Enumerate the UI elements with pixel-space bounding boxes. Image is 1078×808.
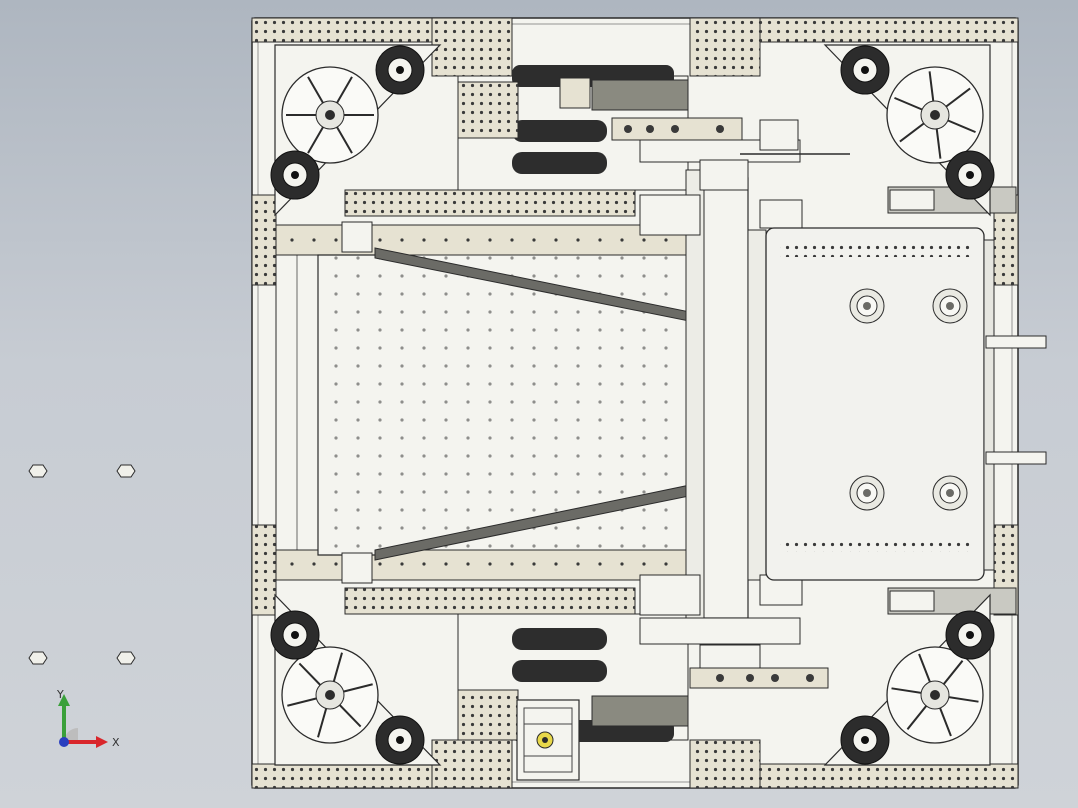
mecanum-wheel-icon — [270, 593, 442, 766]
hex-standoffs — [28, 464, 136, 665]
hex-standoff-icon — [28, 464, 48, 478]
mecanum-wheel-icon — [823, 593, 995, 766]
mecanum-wheel-icon — [823, 44, 995, 217]
left-side-rails — [275, 254, 319, 554]
hex-standoff-icon — [116, 651, 136, 665]
xyz-triad-icon: Y X — [56, 690, 120, 749]
perimeter-channels — [251, 17, 1019, 789]
bearing-blocks — [611, 117, 850, 689]
center-shaft-column — [685, 169, 767, 631]
wheel-modules — [270, 44, 995, 766]
right-module-box — [765, 227, 1047, 581]
x-axis-label: X — [112, 736, 120, 749]
servo-gearbox[interactable] — [516, 699, 580, 781]
y-axis-label: Y — [56, 690, 64, 701]
mecanum-wheel-icon — [270, 44, 442, 217]
hex-standoff-icon — [28, 651, 48, 665]
module-bushings — [849, 288, 968, 511]
upper-carriage — [457, 65, 689, 191]
intake-ramp — [317, 221, 695, 584]
hex-standoff-icon — [116, 464, 136, 478]
side-clamps — [887, 186, 1017, 615]
